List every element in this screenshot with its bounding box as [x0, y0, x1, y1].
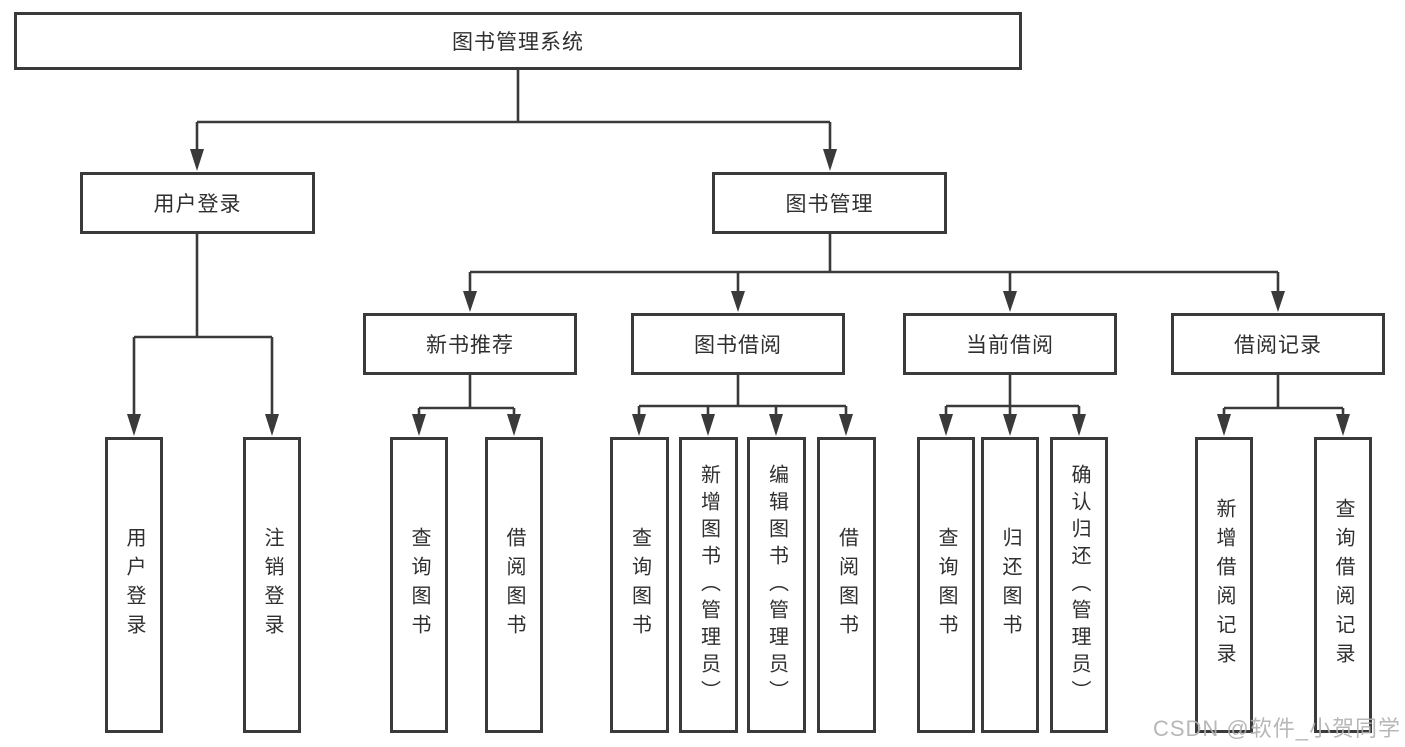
- leaf-query-books-recommend: 查询图书: [390, 437, 448, 733]
- connector-userlogin-leaves: [132, 234, 274, 417]
- leaf-confirm-return-admin-label: 确认归还（管理员）: [1068, 463, 1090, 707]
- connector-root-level2: [195, 70, 832, 152]
- node-book-management: 图书管理: [712, 172, 947, 234]
- leaf-add-borrow-record-label: 新增借阅记录: [1213, 498, 1235, 672]
- node-root-library-system: 图书管理系统: [14, 12, 1022, 70]
- leaf-logout-label: 注销登录: [261, 527, 283, 643]
- leaf-query-books-borrow: 查询图书: [610, 437, 669, 733]
- leaf-logout: 注销登录: [243, 437, 301, 733]
- node-book-borrow: 图书借阅: [631, 313, 845, 375]
- leaf-query-books-current: 查询图书: [917, 437, 975, 733]
- leaf-query-borrow-record-label: 查询借阅记录: [1332, 498, 1354, 672]
- leaf-return-book-label: 归还图书: [999, 527, 1021, 643]
- connector-bookmgmt-level3: [468, 234, 1280, 293]
- leaf-query-books-current-label: 查询图书: [935, 527, 957, 643]
- node-user-login: 用户登录: [80, 172, 315, 234]
- leaf-confirm-return-admin: 确认归还（管理员）: [1050, 437, 1108, 733]
- leaf-query-books-recommend-label: 查询图书: [408, 527, 430, 643]
- connector-records-leaves: [1222, 375, 1345, 417]
- leaf-add-book-admin-label: 新增图书（管理员）: [697, 463, 720, 707]
- leaf-user-login: 用户登录: [105, 437, 163, 733]
- leaf-borrow-books-label: 借阅图书: [835, 527, 858, 643]
- leaf-add-book-admin: 新增图书（管理员）: [679, 437, 738, 733]
- leaf-edit-book-admin: 编辑图书（管理员）: [747, 437, 806, 733]
- leaf-user-login-label: 用户登录: [123, 527, 145, 643]
- leaf-query-books-borrow-label: 查询图书: [628, 527, 651, 643]
- leaf-borrow-books-recommend: 借阅图书: [485, 437, 543, 733]
- leaf-edit-book-admin-label: 编辑图书（管理员）: [765, 463, 788, 707]
- connector-newbook-leaves: [417, 375, 516, 417]
- node-new-book-recommend: 新书推荐: [363, 313, 577, 375]
- node-current-borrow: 当前借阅: [903, 313, 1117, 375]
- connector-currentborrow-leaves: [944, 375, 1081, 417]
- node-borrow-records: 借阅记录: [1171, 313, 1385, 375]
- leaf-borrow-books: 借阅图书: [817, 437, 876, 733]
- leaf-borrow-books-recommend-label: 借阅图书: [503, 527, 525, 643]
- leaf-add-borrow-record: 新增借阅记录: [1195, 437, 1253, 733]
- leaf-return-book: 归还图书: [981, 437, 1039, 733]
- arrowheads: [127, 149, 1350, 436]
- csdn-watermark: CSDN @软件_小贺同学: [1152, 716, 1401, 741]
- connector-bookborrow-leaves: [637, 375, 848, 417]
- leaf-query-borrow-record: 查询借阅记录: [1314, 437, 1372, 733]
